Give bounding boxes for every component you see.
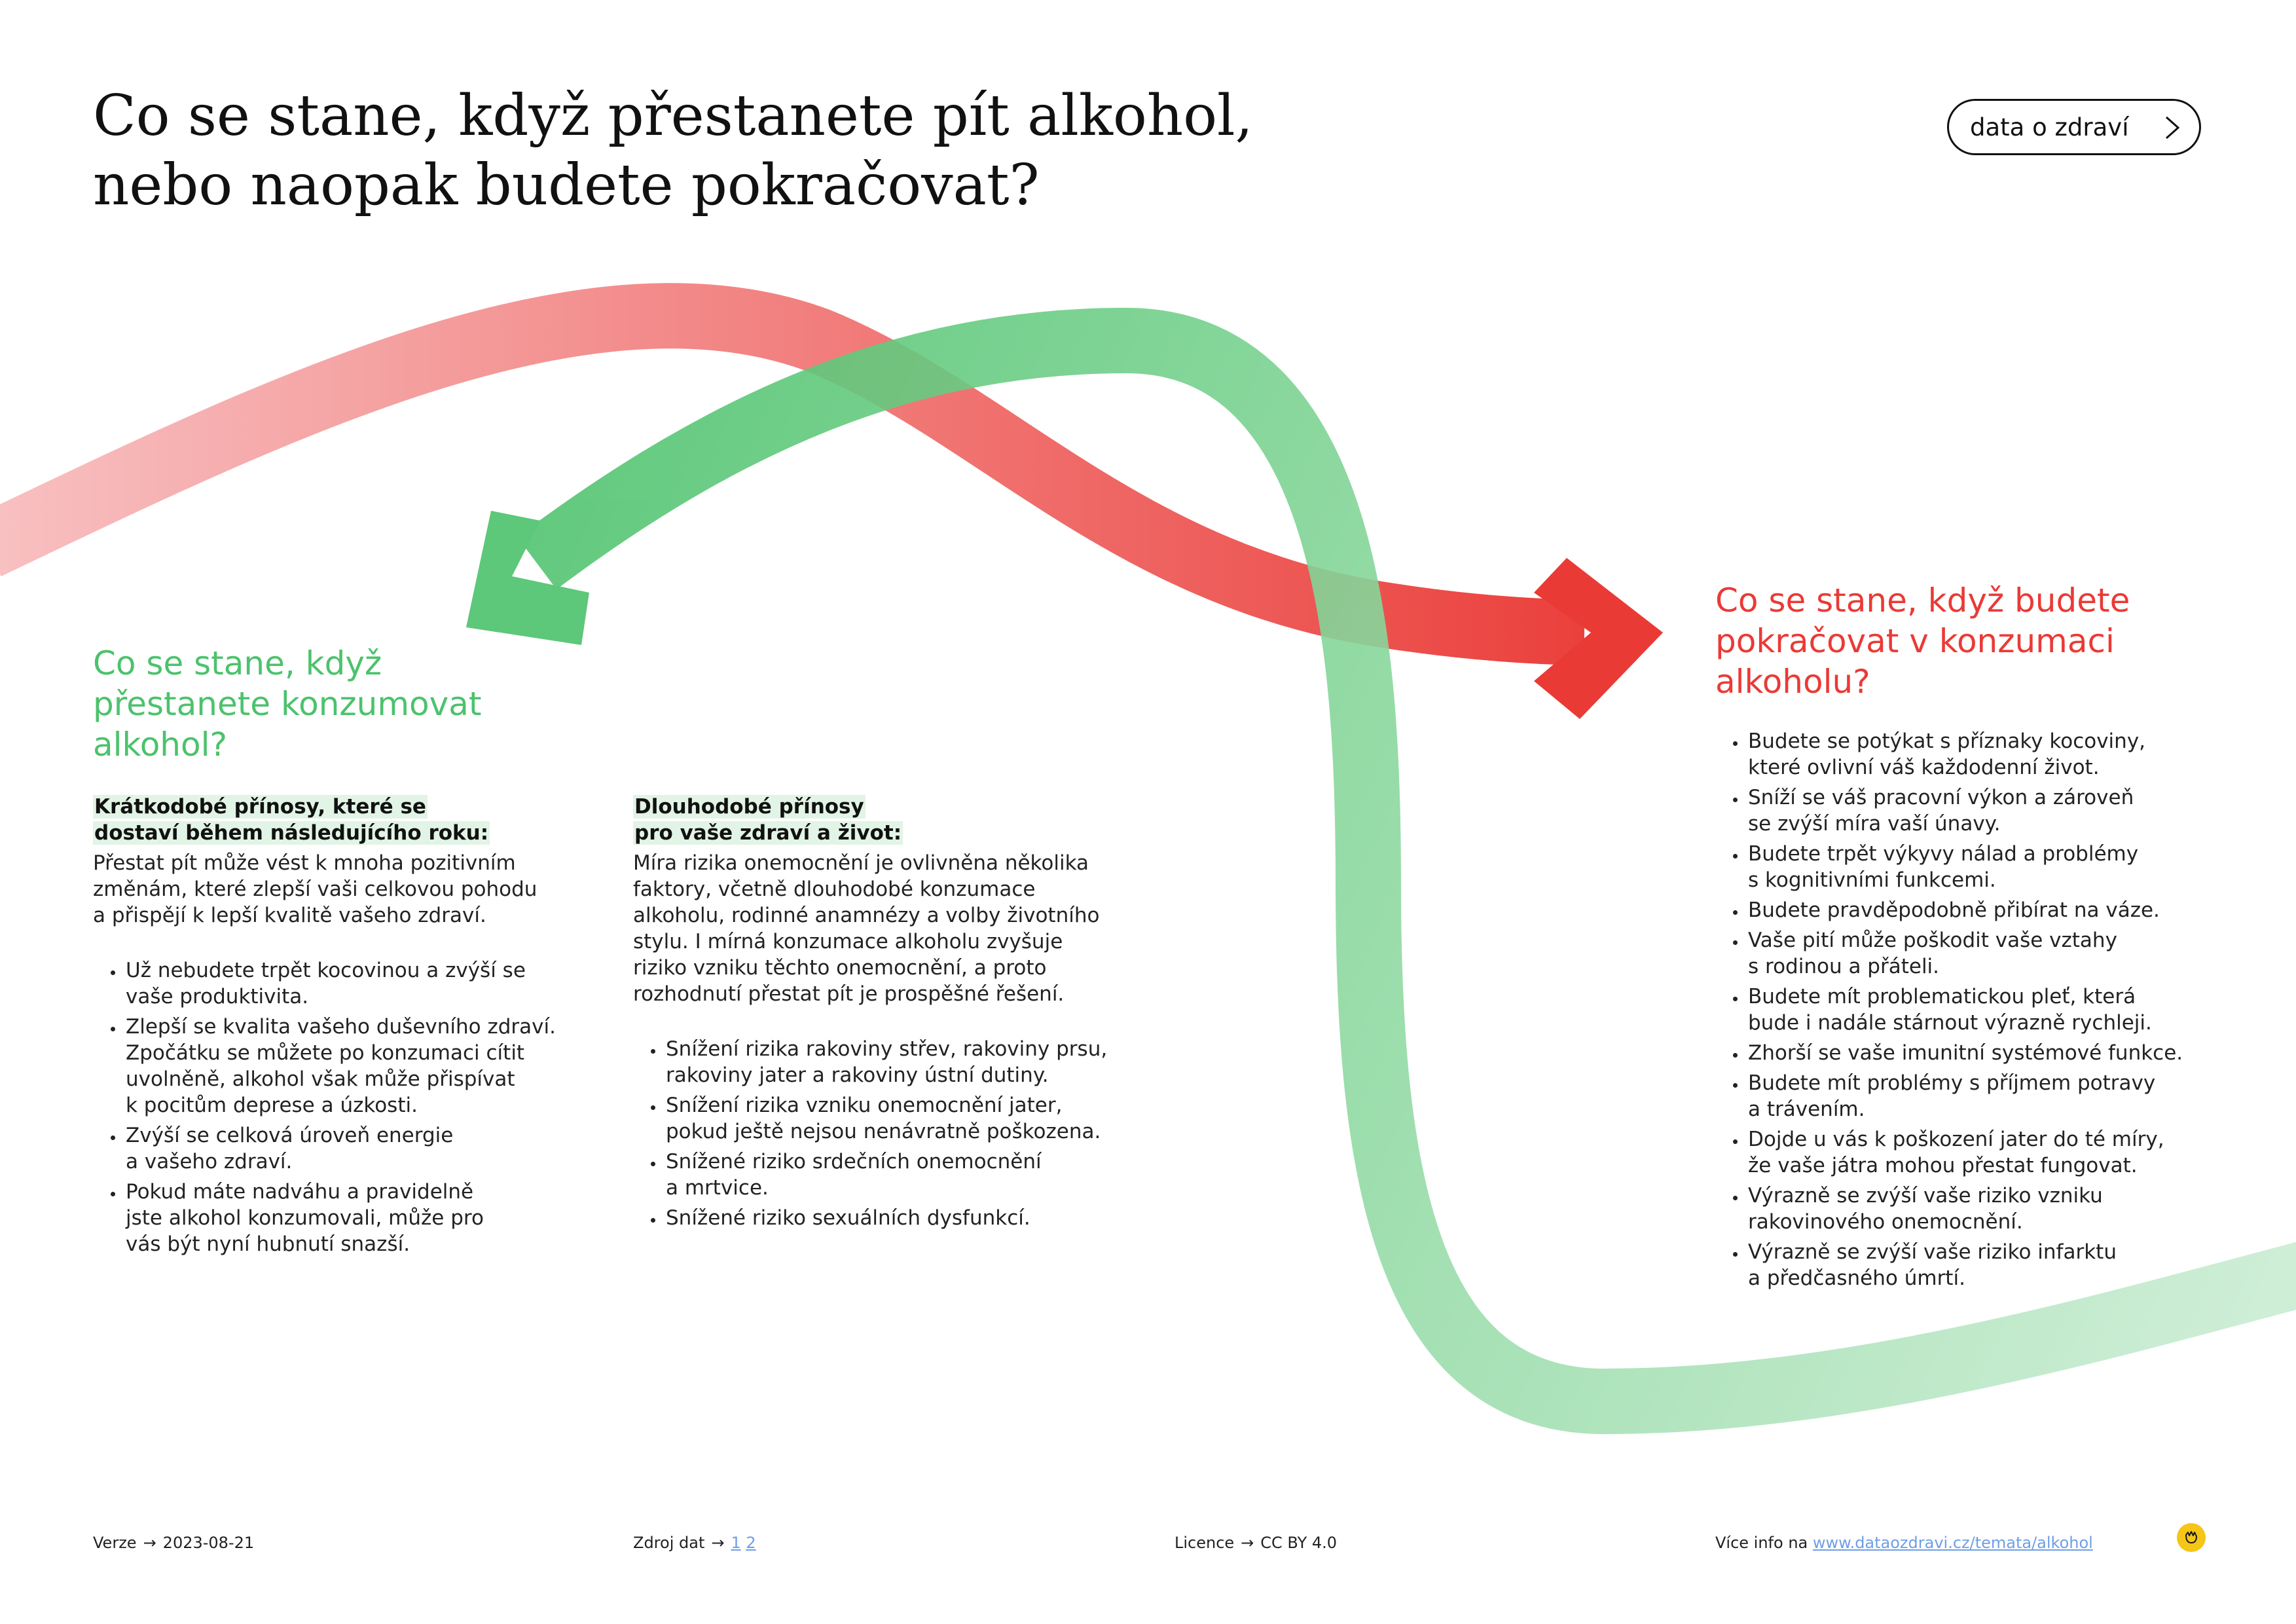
footer-license: Licence→CC BY 4.0 (1175, 1534, 1338, 1552)
continue-drinking-list: Budete se potýkat s příznaky kocoviny,kt… (1715, 728, 2296, 1295)
short-term-intro: Přestat pít může vést k mnoha pozitivním… (93, 851, 538, 927)
heading-line: přestanete konzumovat (93, 685, 482, 723)
heading-line: Co se stane, když (93, 644, 382, 682)
brand-mark-icon (2185, 1531, 2197, 1543)
data-o-zdravi-button[interactable]: data o zdraví (1947, 99, 2201, 155)
footer-version: Verze→2023-08-21 (93, 1534, 255, 1552)
long-term-list: Snížení rizika rakoviny střev, rakoviny … (633, 1036, 1144, 1231)
license-value: CC BY 4.0 (1260, 1534, 1338, 1552)
list-item: Budete mít problematickou pleť, kterábud… (1747, 984, 2296, 1036)
heading-line: alkoholu? (1715, 663, 1870, 701)
arrow-right-icon: → (711, 1534, 725, 1552)
title-line-1: Co se stane, když přestanete pít alkohol… (93, 83, 1253, 149)
list-item: Už nebudete trpět kocovinou a zvýší seva… (124, 957, 591, 1010)
list-item: Snížení rizika rakoviny střev, rakoviny … (665, 1036, 1144, 1088)
list-item: Dojde u vás k poškození jater do té míry… (1747, 1126, 2296, 1179)
long-term-intro: Míra rizika onemocnění je ovlivněna něko… (633, 851, 1100, 1006)
pill-label: data o zdraví (1970, 113, 2129, 141)
source-link-1[interactable]: 1 (731, 1534, 741, 1552)
list-item: Snížené riziko sexuálních dysfunkcí. (665, 1205, 1144, 1231)
continue-drinking-heading: Co se stane, když budete pokračovat v ko… (1715, 580, 2239, 702)
footer-more-info: Více info na www.dataozdravi.cz/temata/a… (1715, 1534, 2093, 1552)
list-item: Zhorší se vaše imunitní systémové funkce… (1747, 1040, 2296, 1066)
list-item: Budete pravděpodobně přibírat na váze. (1747, 897, 2296, 923)
heading-line: Co se stane, když budete (1715, 581, 2130, 619)
brand-logo-icon (2177, 1523, 2206, 1552)
short-term-section: Krátkodobé přínosy, které se dostaví běh… (93, 794, 591, 1261)
long-term-subtitle: Dlouhodobé přínosy pro vaše zdraví a živ… (633, 795, 903, 845)
list-item: Sníží se váš pracovní výkon a zároveňse … (1747, 784, 2296, 837)
more-info-link[interactable]: www.dataozdravi.cz/temata/alkohol (1812, 1534, 2093, 1552)
title-line-2: nebo naopak budete pokračovat? (93, 153, 1040, 218)
list-item: Budete se potýkat s příznaky kocoviny,kt… (1747, 728, 2296, 781)
short-term-subtitle: Krátkodobé přínosy, které se dostaví běh… (93, 795, 490, 845)
list-item: Snížení rizika vzniku onemocnění jater,p… (665, 1092, 1144, 1145)
chevron-right-icon (2166, 116, 2180, 139)
list-item: Zlepší se kvalita vašeho duševního zdrav… (124, 1014, 591, 1118)
source-link-2[interactable]: 2 (746, 1534, 756, 1552)
version-value: 2023-08-21 (162, 1534, 255, 1552)
heading-line: pokračovat v konzumaci (1715, 622, 2115, 660)
arrow-right-icon: → (1241, 1534, 1254, 1552)
short-term-list: Už nebudete trpět kocovinou a zvýší seva… (93, 957, 591, 1257)
arrow-right-icon: → (143, 1534, 156, 1552)
stop-drinking-heading: Co se stane, když přestanete konzumovat … (93, 643, 591, 765)
green-arrow (466, 307, 2296, 1435)
long-term-section: Dlouhodobé přínosy pro vaše zdraví a živ… (633, 794, 1144, 1235)
page-title: Co se stane, když přestanete pít alkohol… (93, 81, 1337, 220)
heading-line: alkohol? (93, 726, 228, 764)
footer-source: Zdroj dat→1 2 (633, 1534, 756, 1552)
list-item: Výrazně se zvýší vaše riziko vznikurakov… (1747, 1183, 2296, 1235)
